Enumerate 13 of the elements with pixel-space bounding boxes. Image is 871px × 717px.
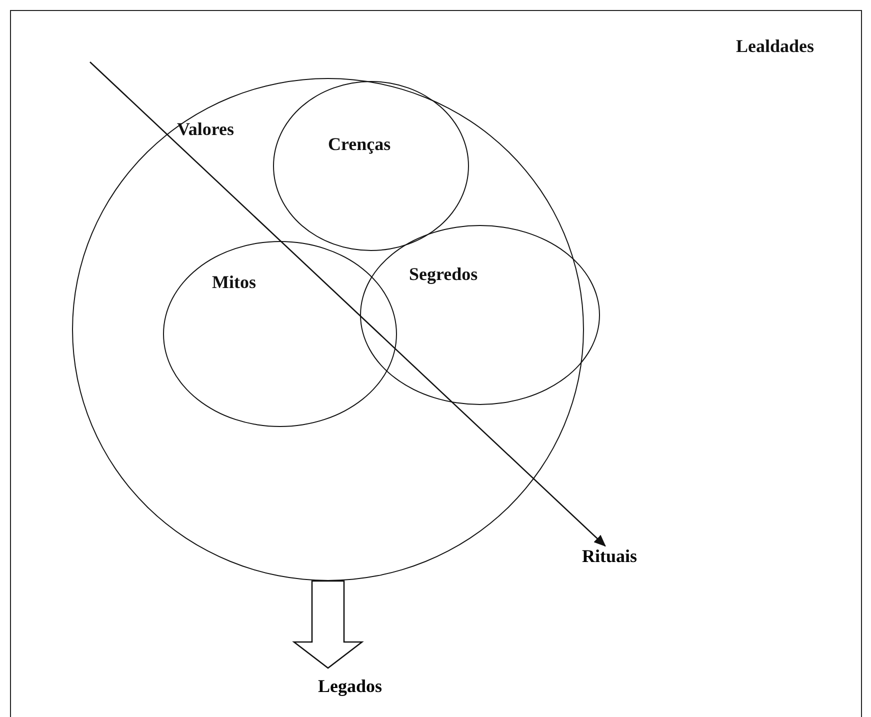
arrow: [90, 62, 606, 547]
block-arrow: [292, 580, 364, 669]
outer-circle: [72, 78, 584, 581]
node-label: Mitos: [212, 272, 256, 293]
ellipse: [273, 81, 469, 251]
text-label: Rituais: [582, 546, 638, 567]
ellipse: [360, 225, 600, 405]
text-label: Lealdades: [736, 36, 814, 57]
text-label: Legados: [318, 676, 382, 697]
node-label: Valores: [177, 119, 234, 140]
node-label: Segredos: [409, 264, 478, 285]
ellipse: [163, 241, 397, 427]
node-label: Crenças: [328, 134, 391, 155]
